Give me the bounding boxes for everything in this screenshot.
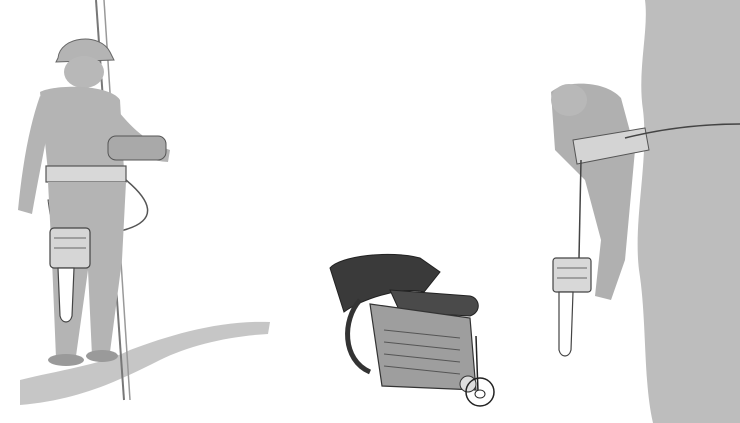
- chainsaw-bar: [58, 268, 74, 322]
- panel-climber-on-trunk: [525, 0, 740, 423]
- chainsaw-closeup-illustration: [320, 0, 520, 423]
- hanging-chainsaw-body: [553, 258, 591, 292]
- left-boot: [48, 354, 84, 366]
- climber-on-rope-illustration: [0, 0, 280, 423]
- panel-chainsaw-closeup: [320, 0, 520, 423]
- hanging-chainsaw-bar: [559, 292, 573, 356]
- climber-on-trunk-illustration: [525, 0, 740, 423]
- tree-trunk: [638, 0, 740, 423]
- rope-grab-device: [108, 136, 166, 160]
- head: [64, 56, 104, 88]
- harness-belt: [46, 166, 126, 182]
- panel-climber-on-rope: [0, 0, 280, 423]
- chainsaw-front-handle: [348, 300, 370, 372]
- climber-head: [551, 84, 587, 116]
- chainsaw-engine-housing: [370, 304, 476, 390]
- right-boot: [86, 350, 118, 362]
- chainsaw-lanyard: [579, 160, 581, 258]
